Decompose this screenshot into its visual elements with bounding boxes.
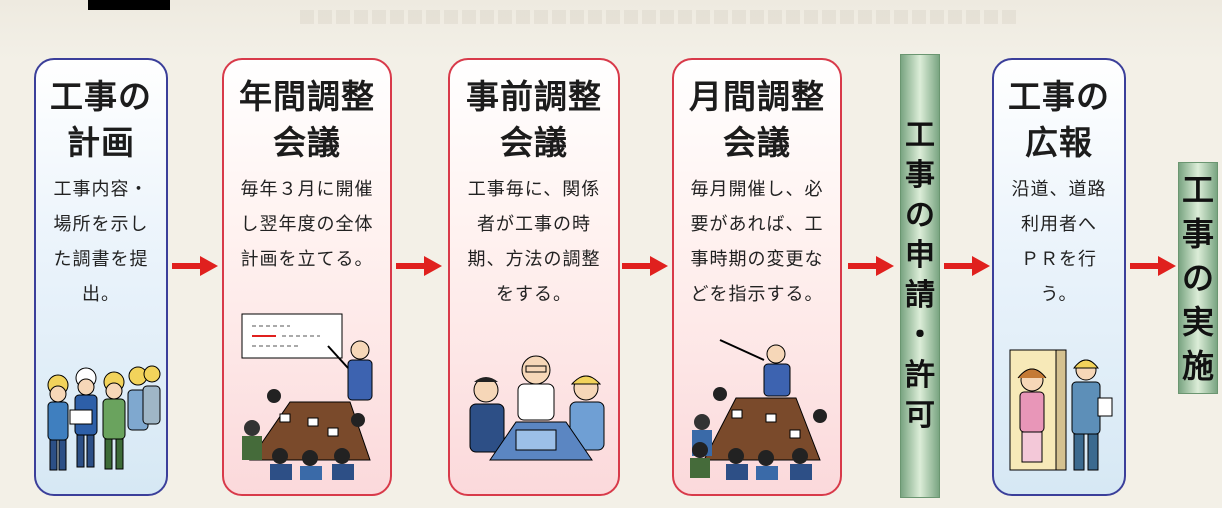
- flow-arrow: [1130, 256, 1176, 276]
- meeting-illustration: [241, 313, 373, 480]
- approval-char: 工: [905, 118, 935, 153]
- approval-char: 可: [905, 398, 935, 433]
- flow-arrow: [172, 256, 218, 276]
- approval-bar-label: 工事の申請・許可: [901, 55, 939, 497]
- door-visit-illustration: [1009, 349, 1113, 471]
- execution-char: 実: [1181, 303, 1214, 341]
- flow-arrow: [944, 256, 990, 276]
- step-title: 工事の 計画: [50, 77, 152, 162]
- step-title: 工事の 広報: [1008, 77, 1110, 162]
- step-title: 事前調整 会議: [466, 77, 602, 162]
- approval-char: 申: [905, 238, 935, 273]
- faded-background-text: [300, 10, 1020, 24]
- flow-arrow: [848, 256, 894, 276]
- step-title: 月間調整 会議: [689, 77, 825, 162]
- step-card-pre-adjustment-meeting: 事前調整 会議 工事毎に、関係 者が工事の時 期、方法の調整 をする。: [448, 58, 620, 496]
- approval-char: の: [905, 198, 935, 233]
- step-description: 工事毎に、関係 者が工事の時 期、方法の調整 をする。: [467, 179, 601, 305]
- step-description: 沿道、道路 利用者へ ＰＲを行う。: [1011, 179, 1107, 305]
- monthly-meeting-illustration: [690, 339, 827, 480]
- execution-char: 工: [1181, 171, 1214, 209]
- approval-char: 事: [905, 158, 935, 193]
- execution-char: の: [1181, 259, 1214, 297]
- step-card-monthly-meeting: 月間調整 会議 毎月開催し、必 要があれば、工 事時期の変更な どを指示する。: [672, 58, 842, 496]
- black-tab-decoration: [88, 0, 170, 10]
- step-title: 年間調整 会議: [239, 77, 375, 162]
- execution-char: 施: [1181, 347, 1214, 385]
- step-description: 毎年３月に開催 し翌年度の全体 計画を立てる。: [240, 179, 374, 270]
- approval-char: ・: [905, 318, 935, 353]
- workers-illustration: [47, 365, 161, 471]
- execution-char: 事: [1181, 215, 1214, 253]
- step-description: 毎月開催し、必 要があれば、工 事時期の変更な どを指示する。: [690, 179, 824, 305]
- step-description: 工事内容・ 場所を示し た調書を提 出。: [53, 179, 149, 305]
- approval-char: 請: [905, 278, 935, 313]
- execution-bar: 工事の実施: [1178, 162, 1218, 394]
- execution-bar-label: 工事の実施: [1179, 163, 1217, 393]
- background-band: [0, 0, 1222, 60]
- flow-arrow: [396, 256, 442, 276]
- approval-bar: 工事の申請・許可: [900, 54, 940, 498]
- flow-arrow: [622, 256, 668, 276]
- step-card-annual-meeting: 年間調整 会議 毎年３月に開催 し翌年度の全体 計画を立てる。: [222, 58, 392, 496]
- discussion-illustration: [469, 355, 605, 461]
- step-card-planning: 工事の 計画 工事内容・ 場所を示し た調書を提 出。: [34, 58, 168, 496]
- approval-char: 許: [905, 358, 935, 393]
- step-card-publicity: 工事の 広報 沿道、道路 利用者へ ＰＲを行う。: [992, 58, 1126, 496]
